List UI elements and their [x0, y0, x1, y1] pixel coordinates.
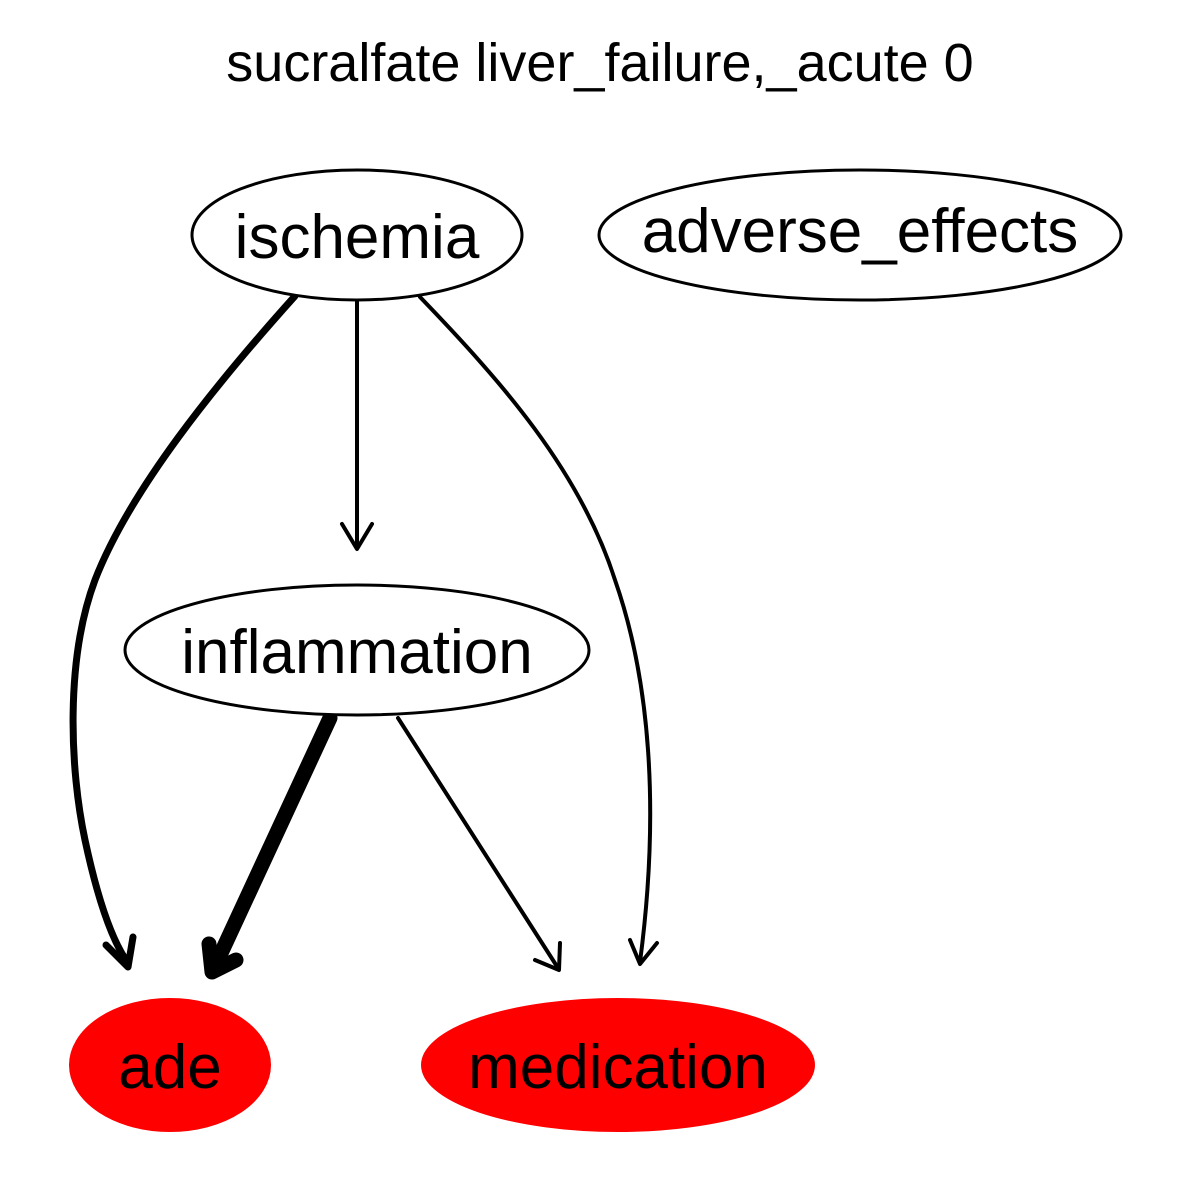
- node-ade: ade: [69, 998, 271, 1132]
- node-adverse-effects-label: adverse_effects: [642, 197, 1079, 266]
- node-inflammation: inflammation: [123, 583, 591, 717]
- edge-inflammation-to-medication: [396, 716, 562, 972]
- node-medication: medication: [421, 998, 815, 1132]
- edge-ischemia-to-medication: [418, 295, 659, 966]
- edge-ischemia-to-ade: [69, 292, 299, 971]
- edge-inflammation-to-ade: [201, 710, 338, 980]
- node-ischemia-label: ischemia: [235, 203, 480, 272]
- node-ade-label: ade: [118, 1033, 221, 1102]
- node-adverse-effects: adverse_effects: [597, 168, 1123, 302]
- node-medication-label: medication: [468, 1033, 768, 1102]
- node-inflammation-label: inflammation: [181, 618, 532, 687]
- graph-title: sucralfate liver_failure,_acute 0: [226, 33, 973, 93]
- edges: [69, 292, 659, 980]
- node-ischemia: ischemia: [190, 168, 524, 302]
- edge-ischemia-to-inflammation: [340, 300, 374, 551]
